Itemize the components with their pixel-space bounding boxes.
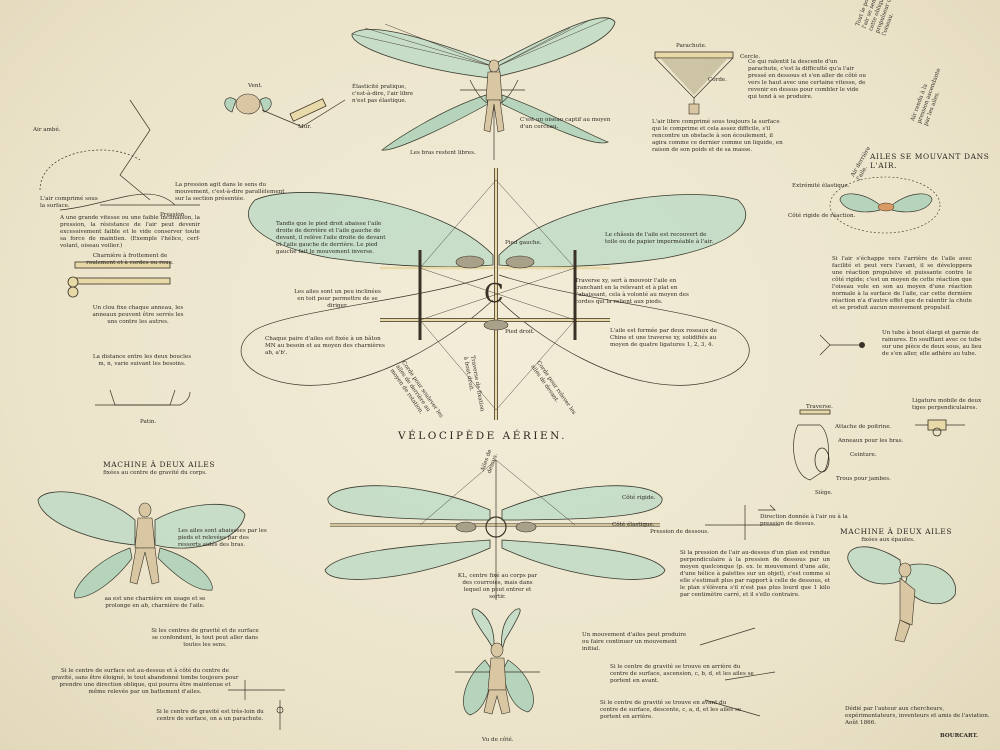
label-pression-dessous: Pression de dessous. bbox=[650, 529, 709, 535]
label-parachute: Parachute. bbox=[676, 43, 707, 49]
heading-ailes-air: AILES SE MOUVANT DANS L'AIR. bbox=[870, 152, 990, 170]
page-title: VÉLOCIPÈDE AÉRIEN. bbox=[398, 430, 567, 442]
label-anneaux-bras: Anneaux pour les bras. bbox=[838, 438, 904, 444]
text-cloue: Un clou fixe chaque anneau, les anneaux … bbox=[92, 305, 184, 325]
text-aa-charniere: aa est une charnière en usage et se prol… bbox=[104, 596, 206, 609]
text-chassis: Le châssis de l'aile est recouvert de to… bbox=[605, 232, 714, 245]
label-extremite-elastique: Extrémité élastique. bbox=[792, 183, 850, 189]
tube-diagram bbox=[819, 334, 865, 356]
label-pied-gauche: Pied gauche. bbox=[505, 240, 542, 246]
label-corde: Corde. bbox=[708, 77, 727, 83]
text-si-pression: Si la pression de l'air au-dessus d'un p… bbox=[680, 550, 830, 598]
ligature-diagram bbox=[915, 419, 965, 437]
top-flying-man bbox=[351, 17, 616, 160]
text-lair-libre: L'air libre comprimé sous toujours la su… bbox=[652, 119, 783, 153]
text-si-lair: Si l'air s'échappe vers l'arrière de l'a… bbox=[832, 256, 972, 311]
velocipede-top-view: C bbox=[240, 168, 750, 420]
hinge-diagram bbox=[67, 261, 171, 298]
text-centre-surface-au-dessus: Si le centre de surface est au-dessus et… bbox=[51, 668, 239, 695]
label-pression: Pression. bbox=[160, 212, 187, 218]
label-bourcart: BOURCART. bbox=[940, 733, 978, 739]
label-cercle: Cercle. bbox=[740, 54, 761, 60]
text-traverse-xy: Traverse xy, sert à mouvoir l'aile en tr… bbox=[575, 278, 689, 305]
label-patin: Patin. bbox=[140, 419, 157, 425]
label-trous-jambes: Trous pour jambes. bbox=[836, 476, 891, 482]
text-pression-air: La pression agit dans le sens du mouveme… bbox=[175, 182, 285, 202]
label-mur: Mur. bbox=[298, 124, 312, 130]
text-ailes-inclinees: Les ailes sont un peu inclinées en toit … bbox=[294, 289, 381, 309]
text-chaque-paire: Chaque paire d'ailes est fixée à un bâto… bbox=[265, 336, 385, 356]
label-cote-elastique: Côté élastique. bbox=[612, 522, 655, 528]
machine-left-figure bbox=[37, 491, 246, 599]
velocipede-front-view bbox=[324, 459, 666, 600]
text-aile-formee: L'aile est formée par deux roseaux de Ch… bbox=[610, 328, 718, 348]
machine-right-figure bbox=[847, 546, 956, 643]
parachute-diagram bbox=[654, 51, 734, 115]
label-ceinture: Ceinture. bbox=[850, 452, 877, 458]
text-dedie: Dédié par l'auteur aux chercheurs, expér… bbox=[845, 706, 990, 726]
label-siege: Siège. bbox=[815, 490, 833, 496]
text-kl: KL, centre fixé au corps par des courroi… bbox=[457, 573, 538, 600]
label-cote-rigide-reaction: Côté rigide de réaction. bbox=[788, 213, 856, 219]
heading-machine-left: MACHINE À DEUX AILES bbox=[103, 460, 216, 469]
text-centre-avant: Si le centre de gravité se trouve en ava… bbox=[600, 700, 742, 720]
label-vent: Vent. bbox=[248, 83, 263, 89]
label-vu-de-cote: Vu de côté. bbox=[482, 737, 514, 743]
text-distance: La distance entre les deux boucles m, n,… bbox=[92, 354, 192, 367]
label-cote-rigide: Côté rigide. bbox=[622, 495, 656, 501]
text-ce-qui-ralentit: Ce qui ralentit la descente d'un parachu… bbox=[748, 59, 866, 100]
label-direction: Direction donnée à l'air ou à la pressio… bbox=[760, 514, 848, 527]
heading-machine-right: MACHINE À DEUX AILES bbox=[840, 527, 953, 536]
label-pied-droit: Pied droit. bbox=[505, 329, 535, 335]
harness-diagram bbox=[793, 409, 831, 481]
text-centre-gravite-tres-loin: Si le centre de gravité est très-loin du… bbox=[156, 709, 264, 722]
text-une-grande-vitesse: A une grande vitesse ou une faible incli… bbox=[60, 215, 200, 249]
moving-wings-diagram bbox=[829, 176, 941, 234]
text-centre-gravite-confondent: Si les centres de gravité et de surface … bbox=[151, 628, 259, 648]
svg-text:C: C bbox=[484, 279, 504, 309]
label-traverse: Traverse. bbox=[806, 404, 833, 410]
text-ailes-abaissees: Les ailes sont abaissées par les pieds e… bbox=[178, 528, 267, 548]
cherub-wind bbox=[224, 93, 346, 129]
heading-machine-left-sub: fixées au centre de gravité du corps. bbox=[103, 470, 207, 476]
label-ligature: Ligature mobile de deux tiges perpendicu… bbox=[912, 398, 982, 411]
bottom-winged-man bbox=[455, 608, 540, 716]
gravity-glyphs bbox=[228, 627, 776, 730]
label-air-comprime: L'air comprimé sous la surface. bbox=[40, 196, 98, 209]
text-centre-arriere: Si le centre de gravité se trouve en arr… bbox=[610, 664, 754, 684]
label-bras-libres: Les bras restent libres. bbox=[410, 150, 476, 156]
label-attache-poitrine: Attache de poitrine. bbox=[835, 424, 892, 430]
text-mouvement: Un mouvement d'ailes peut produire ou fa… bbox=[582, 632, 687, 652]
text-charniere: Charnière à frottement de roulement et à… bbox=[86, 253, 174, 266]
heading-machine-right-sub: fixées aux épaules. bbox=[861, 537, 915, 543]
text-cest-un-oiseau: C'est un oiseau captif au moyen d'un cer… bbox=[520, 117, 611, 130]
sled-diagram bbox=[95, 389, 191, 406]
label-air-ambe: Air ambé. bbox=[33, 127, 61, 133]
label-elasticite: Élasticité pratique, c'est-à-dire, l'air… bbox=[352, 84, 414, 104]
text-tube: Un tube à bout élargi et garnie de rainu… bbox=[882, 330, 982, 357]
pressure-arrows bbox=[705, 504, 780, 540]
air-flow-diagram bbox=[39, 99, 200, 211]
text-tandis: Tandis que le pied droit abaisse l'aile … bbox=[276, 221, 386, 255]
